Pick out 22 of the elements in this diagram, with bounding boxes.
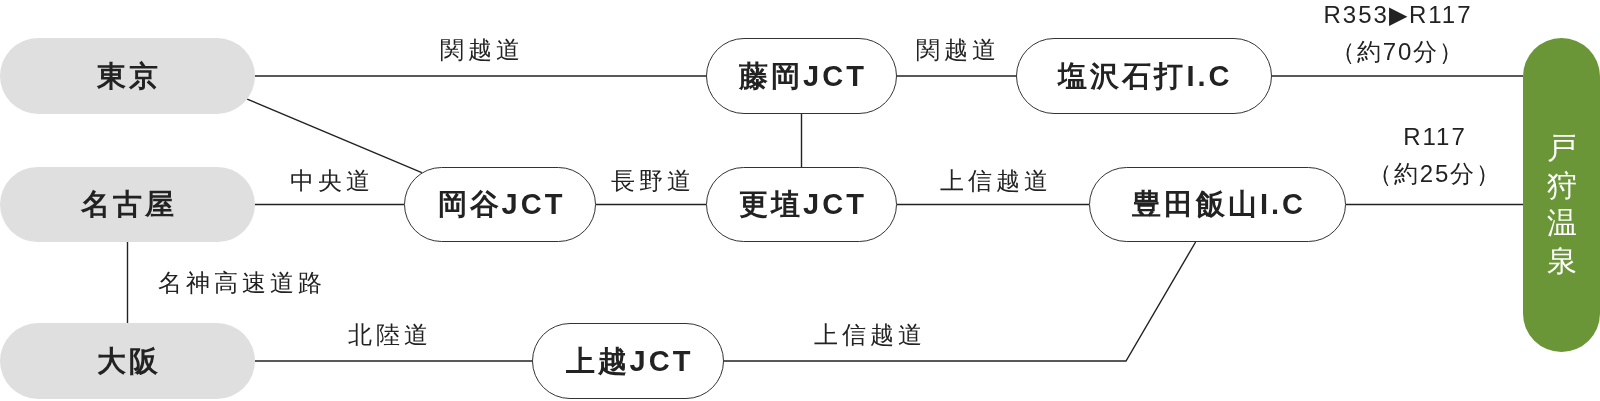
road-line — [246, 98, 423, 174]
junction-box: 塩沢石打I.C — [1016, 38, 1272, 114]
junction-box: 岡谷JCT — [404, 167, 596, 242]
road-line — [1271, 75, 1524, 77]
road-line — [254, 203, 405, 206]
road-line — [723, 241, 1197, 362]
road-line — [254, 360, 533, 362]
origin-box: 東京 — [0, 38, 255, 114]
road-line — [254, 75, 707, 77]
junction-box: 藤岡JCT — [706, 38, 897, 114]
origin-box: 名古屋 — [0, 167, 255, 242]
road-line — [1345, 203, 1524, 206]
destination-box: 戸狩温泉 — [1523, 38, 1600, 352]
origin-box: 大阪 — [0, 323, 255, 399]
road-line — [896, 203, 1090, 206]
road-line — [126, 241, 129, 324]
road-line — [595, 203, 707, 206]
road-line — [800, 113, 803, 168]
road-line — [896, 75, 1017, 77]
junction-box: 更埴JCT — [706, 167, 897, 242]
junction-box: 上越JCT — [532, 323, 724, 399]
junction-box: 豊田飯山I.C — [1089, 167, 1346, 242]
